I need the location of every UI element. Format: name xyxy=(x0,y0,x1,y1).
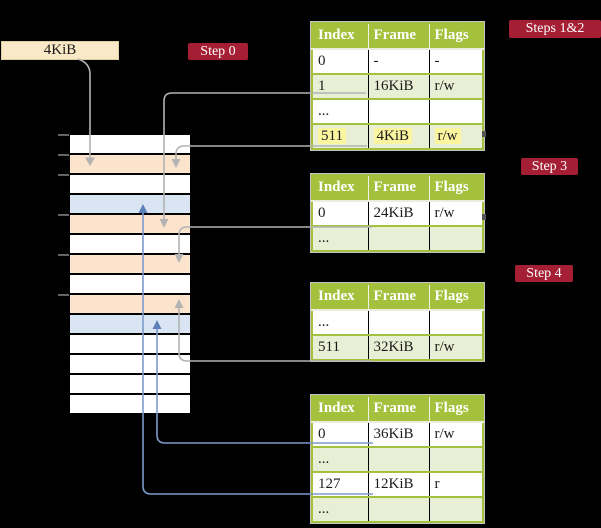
memory-frame-row-6 xyxy=(70,255,190,275)
column-header: Index xyxy=(312,284,368,311)
table-row: 0-- xyxy=(312,49,483,74)
memory-frame-row-0 xyxy=(70,135,190,155)
memory-frame-row-3 xyxy=(70,195,190,215)
table-cell xyxy=(367,496,429,522)
memory-tick-marks xyxy=(58,134,69,296)
table-cell: - xyxy=(428,49,483,74)
column-header: Flags xyxy=(428,23,483,50)
table-cell: r/w xyxy=(428,334,483,360)
column-header: Flags xyxy=(428,284,483,311)
table-row: ... xyxy=(312,446,483,472)
table-cell xyxy=(428,98,483,124)
column-header: Index xyxy=(312,396,368,423)
memory-frame-row-7 xyxy=(70,275,190,295)
table-row: ... xyxy=(312,98,483,124)
column-header: Frame xyxy=(367,23,429,50)
table-cell: ... xyxy=(312,225,368,251)
column-header: Flags xyxy=(428,175,483,202)
table-cell: 511 xyxy=(312,123,368,149)
table-row: ... xyxy=(312,496,483,522)
column-header: Flags xyxy=(428,396,483,423)
table-cell: r/w xyxy=(428,201,483,226)
table-cell: 36KiB xyxy=(367,422,429,447)
memory-frame-row-1 xyxy=(70,155,190,175)
memory-size-label: 4KiB xyxy=(1,41,119,60)
table-cell xyxy=(367,225,429,251)
step-badge-1-2: Steps 1&2 xyxy=(509,20,601,38)
column-header: Frame xyxy=(367,396,429,423)
table-row: ... xyxy=(312,310,483,335)
table-cell: 1 xyxy=(312,73,368,99)
table-cell xyxy=(367,446,429,472)
table-cell: r/w xyxy=(428,422,483,447)
table-cell: 12KiB xyxy=(367,471,429,497)
memory-frame-row-11 xyxy=(70,355,190,375)
table-cell xyxy=(367,98,429,124)
table-cell xyxy=(367,310,429,335)
memory-frame-row-10 xyxy=(70,335,190,355)
table-cell xyxy=(428,496,483,522)
table-cell: r xyxy=(428,471,483,497)
column-header: Frame xyxy=(367,284,429,311)
memory-frame-row-13 xyxy=(70,395,190,415)
table-row: ... xyxy=(312,225,483,251)
table-cell: 511 xyxy=(312,334,368,360)
memory-frame-row-4 xyxy=(70,215,190,235)
table-cell: 4KiB xyxy=(367,123,429,149)
table-cell: 32KiB xyxy=(367,334,429,360)
memory-frame-row-5 xyxy=(70,235,190,255)
table-cell xyxy=(428,225,483,251)
table-cell: 0 xyxy=(312,201,368,226)
table-cell: ... xyxy=(312,496,368,522)
table-cell xyxy=(428,310,483,335)
table-cell: r/w xyxy=(428,73,483,99)
table-cell: 0 xyxy=(312,422,368,447)
table-cell: - xyxy=(367,49,429,74)
memory-frame-row-12 xyxy=(70,375,190,395)
memory-frame-row-2 xyxy=(70,175,190,195)
step-badge-0: Step 0 xyxy=(188,43,248,60)
table-cell: 24KiB xyxy=(367,201,429,226)
table-cell: ... xyxy=(312,98,368,124)
table-cell: 127 xyxy=(312,471,368,497)
table-cell: r/w xyxy=(428,123,483,149)
step-badge-4: Step 4 xyxy=(515,265,573,282)
table-cell: 0 xyxy=(312,49,368,74)
physical-memory-strip xyxy=(70,135,190,415)
table-cell: ... xyxy=(312,446,368,472)
column-header: Frame xyxy=(367,175,429,202)
memory-frame-row-8 xyxy=(70,295,190,315)
column-header: Index xyxy=(312,23,368,50)
table-cell: ... xyxy=(312,310,368,335)
table-cell: 16KiB xyxy=(367,73,429,99)
step-badge-3: Step 3 xyxy=(521,158,578,175)
memory-frame-row-9 xyxy=(70,315,190,335)
column-header: Index xyxy=(312,175,368,202)
table-cell xyxy=(428,446,483,472)
